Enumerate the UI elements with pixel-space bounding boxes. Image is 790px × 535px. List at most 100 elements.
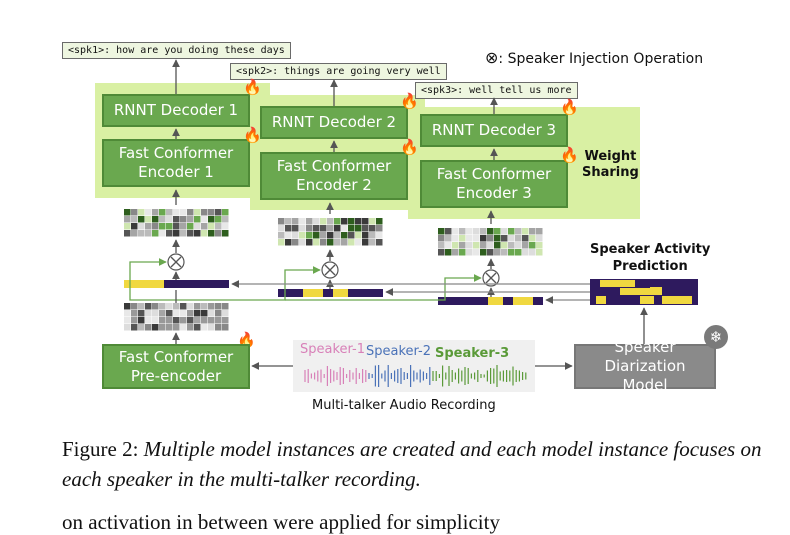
feature-grid-3: [522, 249, 529, 256]
feature-grid-3: [529, 249, 536, 256]
feature-grid-2: [278, 232, 285, 239]
speaker-activity-matrix-cell: [620, 288, 650, 295]
pre-encoder-feature-grid: [222, 303, 229, 310]
pre-encoder-feature-grid: [152, 310, 159, 317]
pre-encoder-label: Fast Conformer Pre-encoder: [118, 347, 234, 385]
pre-encoder-feature-grid: [222, 324, 229, 331]
feature-grid-1: [222, 223, 229, 230]
feature-grid-3: [480, 228, 487, 235]
feature-grid-1: [208, 230, 215, 237]
transcript-spk2: <spk2>: things are going very well: [230, 63, 447, 80]
speaker-activity-bar-2: [303, 289, 323, 297]
feature-grid-2: [327, 225, 334, 232]
feature-grid-2: [278, 225, 285, 232]
pre-encoder-feature-grid: [166, 303, 173, 310]
feature-grid-2: [320, 225, 327, 232]
feature-grid-2: [348, 239, 355, 246]
feature-grid-2: [355, 225, 362, 232]
feature-grid-2: [327, 232, 334, 239]
decoder-2-label: RNNT Decoder 2: [271, 113, 397, 131]
pre-encoder-feature-grid: [152, 317, 159, 324]
feature-grid-1: [208, 209, 215, 216]
feature-grid-3: [529, 228, 536, 235]
feature-grid-1: [194, 209, 201, 216]
pre-encoder-feature-grid: [152, 303, 159, 310]
feature-grid-1: [138, 216, 145, 223]
pre-encoder-feature-grid: [173, 317, 180, 324]
feature-grid-1: [180, 223, 187, 230]
feature-grid-2: [313, 225, 320, 232]
flame-icon: 🔥: [560, 146, 579, 164]
feature-grid-1: [215, 216, 222, 223]
figure-caption-text: Multiple model instances are created and…: [62, 437, 762, 491]
feature-grid-2: [292, 239, 299, 246]
feature-grid-2: [362, 239, 369, 246]
pre-encoder-feature-grid: [201, 310, 208, 317]
feature-grid-3: [438, 228, 445, 235]
feature-grid-1: [145, 223, 152, 230]
feature-grid-1: [145, 216, 152, 223]
pre-encoder-feature-grid: [194, 324, 201, 331]
feature-grid-1: [131, 216, 138, 223]
pre-encoder-feature-grid: [215, 324, 222, 331]
feature-grid-2: [341, 232, 348, 239]
feature-grid-3: [501, 249, 508, 256]
feature-grid-2: [341, 218, 348, 225]
diagram-graphics: [124, 59, 698, 387]
pre-encoder-feature-grid: [145, 303, 152, 310]
pre-encoder-feature-grid: [145, 317, 152, 324]
feature-grid-3: [487, 249, 494, 256]
pre-encoder-feature-grid: [187, 310, 194, 317]
speaker-activity-bar-1: [124, 280, 164, 288]
figure-caption: Figure 2: Multiple model instances are c…: [62, 434, 762, 494]
feature-grid-3: [452, 242, 459, 249]
feature-grid-3: [445, 235, 452, 242]
speaker-3-label: Speaker-3: [435, 346, 510, 361]
feature-grid-3: [473, 242, 480, 249]
feature-grid-3: [494, 242, 501, 249]
pre-encoder-feature-grid: [159, 317, 166, 324]
feature-grid-2: [348, 218, 355, 225]
feature-grid-1: [173, 230, 180, 237]
feature-grid-1: [173, 216, 180, 223]
pre-encoder-feature-grid: [138, 303, 145, 310]
speaker-activity-matrix-cell: [662, 296, 692, 304]
flame-icon: 🔥: [243, 78, 262, 96]
pre-encoder-feature-grid: [152, 324, 159, 331]
feature-grid-1: [173, 223, 180, 230]
speaker-2-label: Speaker-2: [366, 344, 432, 359]
feature-grid-2: [334, 225, 341, 232]
feature-grid-1: [152, 230, 159, 237]
pre-encoder-feature-grid: [208, 310, 215, 317]
feature-grid-2: [320, 218, 327, 225]
rnnt-decoder-2: RNNT Decoder 2: [260, 106, 408, 139]
feature-grid-2: [299, 225, 306, 232]
speaker-activity-bar-2: [278, 289, 383, 297]
feature-grid-1: [194, 223, 201, 230]
legend-text: : Speaker Injection Operation: [498, 51, 704, 67]
feature-grid-3: [480, 235, 487, 242]
audio-recording-box: [293, 340, 535, 392]
feature-grid-1: [215, 209, 222, 216]
feature-grid-1: [194, 216, 201, 223]
feature-grid-2: [313, 239, 320, 246]
feature-grid-1: [159, 223, 166, 230]
feature-grid-2: [341, 239, 348, 246]
feature-grid-2: [285, 225, 292, 232]
fast-conformer-encoder-3: Fast Conformer Encoder 3: [420, 160, 568, 208]
speaker-activity-matrix-cell: [650, 287, 662, 295]
weight-sharing-label: Weight Sharing: [582, 149, 639, 180]
speaker-diarization-model: Speaker Diarization Model: [574, 338, 716, 394]
pre-encoder-feature-grid: [159, 303, 166, 310]
feature-grid-2: [278, 239, 285, 246]
feature-grid-2: [306, 232, 313, 239]
feature-grid-3: [494, 249, 501, 256]
pre-encoder-feature-grid: [145, 324, 152, 331]
feature-grid-2: [362, 232, 369, 239]
feature-grid-1: [187, 230, 194, 237]
feature-grid-1: [222, 216, 229, 223]
feature-grid-3: [452, 249, 459, 256]
feature-grid-2: [376, 232, 383, 239]
pre-encoder-feature-grid: [208, 317, 215, 324]
figure-caption-prefix: Figure 2:: [62, 437, 144, 461]
